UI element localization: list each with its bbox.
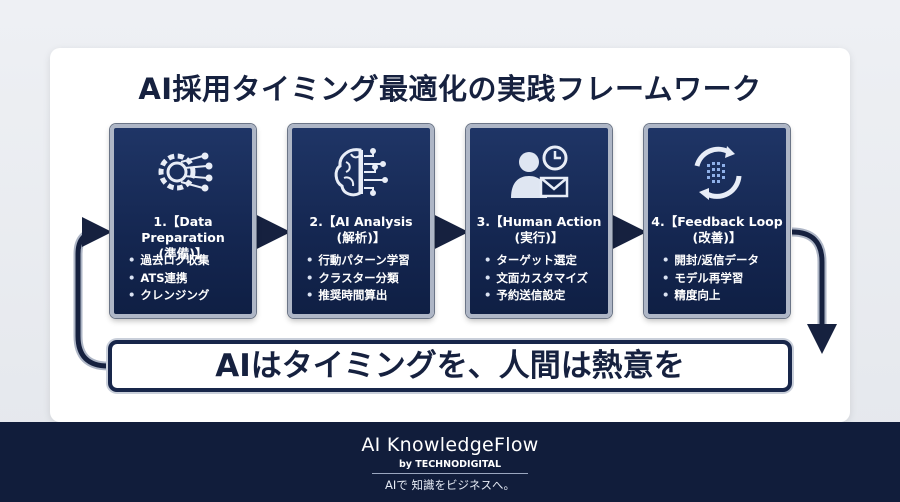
step-item: ターゲット選定 [484,252,588,270]
step-feedback-loop: 4.【Feedback Loop (改善)】 開封/返信データ モデル再学習 精… [644,124,790,318]
footer-divider [372,473,528,474]
step-item: 行動パターン学習 [306,252,409,270]
step-items: 開封/返信データ モデル再学習 精度向上 [662,252,759,305]
step-item: 精度向上 [662,287,759,305]
step-heading: 2.【AI Analysis (解析)】 [309,214,413,245]
step-item: 推奨時間算出 [306,287,410,305]
step-item: 開封/返信データ [662,252,759,270]
step-item: クラスター分類 [306,270,410,288]
step-item: 予約送信設定 [484,287,588,305]
step-items: 行動パターン学習 クラスター分類 推奨時間算出 [306,252,410,305]
person-clock-mail-icon [470,140,608,208]
step-item: 文面カスタマイズ [484,270,588,288]
refresh-cycle-icon [648,140,786,208]
step-item: 過去ログ収集 [128,252,209,270]
step-data-preparation: 1.【Data Preparation (準備)】 過去ログ収集 ATS連携 ク… [110,124,256,318]
page-title: AI採用タイミング最適化の実践フレームワーク [138,72,762,106]
step-ai-analysis: 2.【AI Analysis (解析)】 行動パターン学習 クラスター分類 推奨… [288,124,434,318]
brand-name: AI KnowledgeFlow [361,434,539,456]
brain-circuit-icon [292,140,430,208]
step-items: 過去ログ収集 ATS連携 クレンジング [128,252,209,305]
step-item: モデル再学習 [662,270,759,288]
footer-bar: AI KnowledgeFlow by TECHNODIGITAL AIで 知識… [0,422,900,502]
step-human-action: 3.【Human Action (実行)】 ターゲット選定 文面カスタマイズ 予… [466,124,612,318]
step-item: クレンジング [128,287,209,305]
step-heading: 3.【Human Action (実行)】 [476,214,602,245]
slogan-banner: AIはタイミングを、人間は熱意を [108,340,792,392]
brand-tagline: AIで 知識をビジネスへ。 [385,478,515,492]
loop-arrow-left [73,227,109,371]
step-items: ターゲット選定 文面カスタマイズ 予約送信設定 [484,252,588,305]
gear-circuit-icon [114,140,252,208]
brand-byline: by TECHNODIGITAL [398,459,502,470]
step-heading: 4.【Feedback Loop (改善)】 [651,214,783,245]
step-item: ATS連携 [128,270,209,288]
